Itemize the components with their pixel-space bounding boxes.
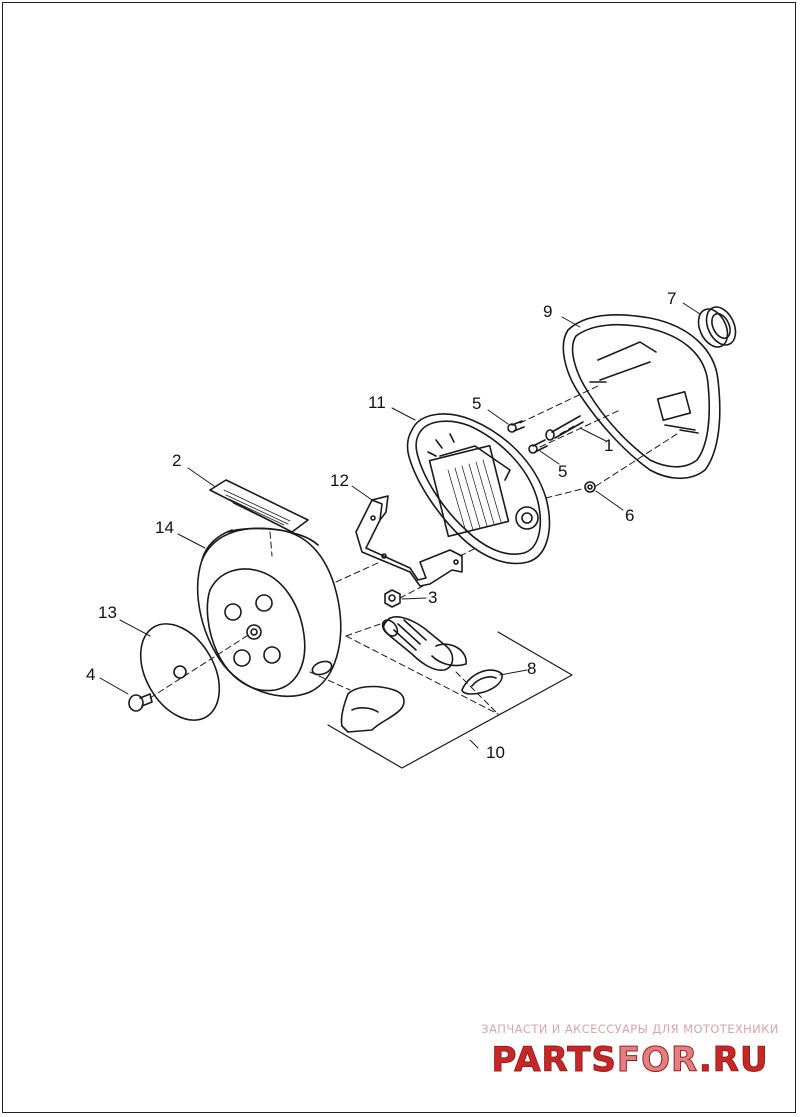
callout-12: 12 <box>330 471 349 490</box>
part-air-filter <box>406 413 551 565</box>
part-grommet <box>697 306 737 348</box>
callout-2: 2 <box>172 451 182 470</box>
part-screw-5b <box>528 439 548 454</box>
part-screw-5a <box>507 420 525 433</box>
kit-bracket-10 <box>327 631 573 769</box>
callout-11: 11 <box>368 393 386 412</box>
callout-4: 4 <box>86 665 96 684</box>
callout-6: 6 <box>625 506 635 525</box>
part-label <box>209 479 309 533</box>
part-intake-trumpet <box>381 616 467 671</box>
part-screw-4 <box>128 693 153 712</box>
callout-5a: 5 <box>472 394 482 413</box>
watermark-logo: PARTSFOR.RU <box>491 1040 769 1081</box>
assembly-lines <box>149 384 681 715</box>
callout-7: 7 <box>667 289 677 308</box>
part-velocity-stack <box>340 685 405 733</box>
part-long-screw <box>545 415 584 441</box>
part-cover <box>196 527 342 698</box>
part-washer <box>584 481 596 493</box>
part-gasket <box>461 669 503 695</box>
callout-3: 3 <box>428 588 438 607</box>
callout-1: 1 <box>604 436 614 455</box>
part-nut <box>384 589 401 608</box>
watermark-tagline: ЗАПЧАСТИ И АКСЕССУАРЫ ДЛЯ МОТОТЕХНИКИ <box>481 1022 779 1036</box>
callout-9: 9 <box>543 302 553 321</box>
watermark: ЗАПЧАСТИ И АКСЕССУАРЫ ДЛЯ МОТОТЕХНИКИ PA… <box>470 1022 790 1081</box>
callout-8: 8 <box>527 659 537 678</box>
part-medallion <box>139 623 221 721</box>
callout-13: 13 <box>98 603 117 622</box>
leader-lines <box>99 302 701 749</box>
callout-10: 10 <box>486 743 505 762</box>
callout-5b: 5 <box>558 462 568 481</box>
part-backplate <box>562 314 721 480</box>
callout-14: 14 <box>155 518 174 537</box>
part-bracket <box>355 495 463 587</box>
